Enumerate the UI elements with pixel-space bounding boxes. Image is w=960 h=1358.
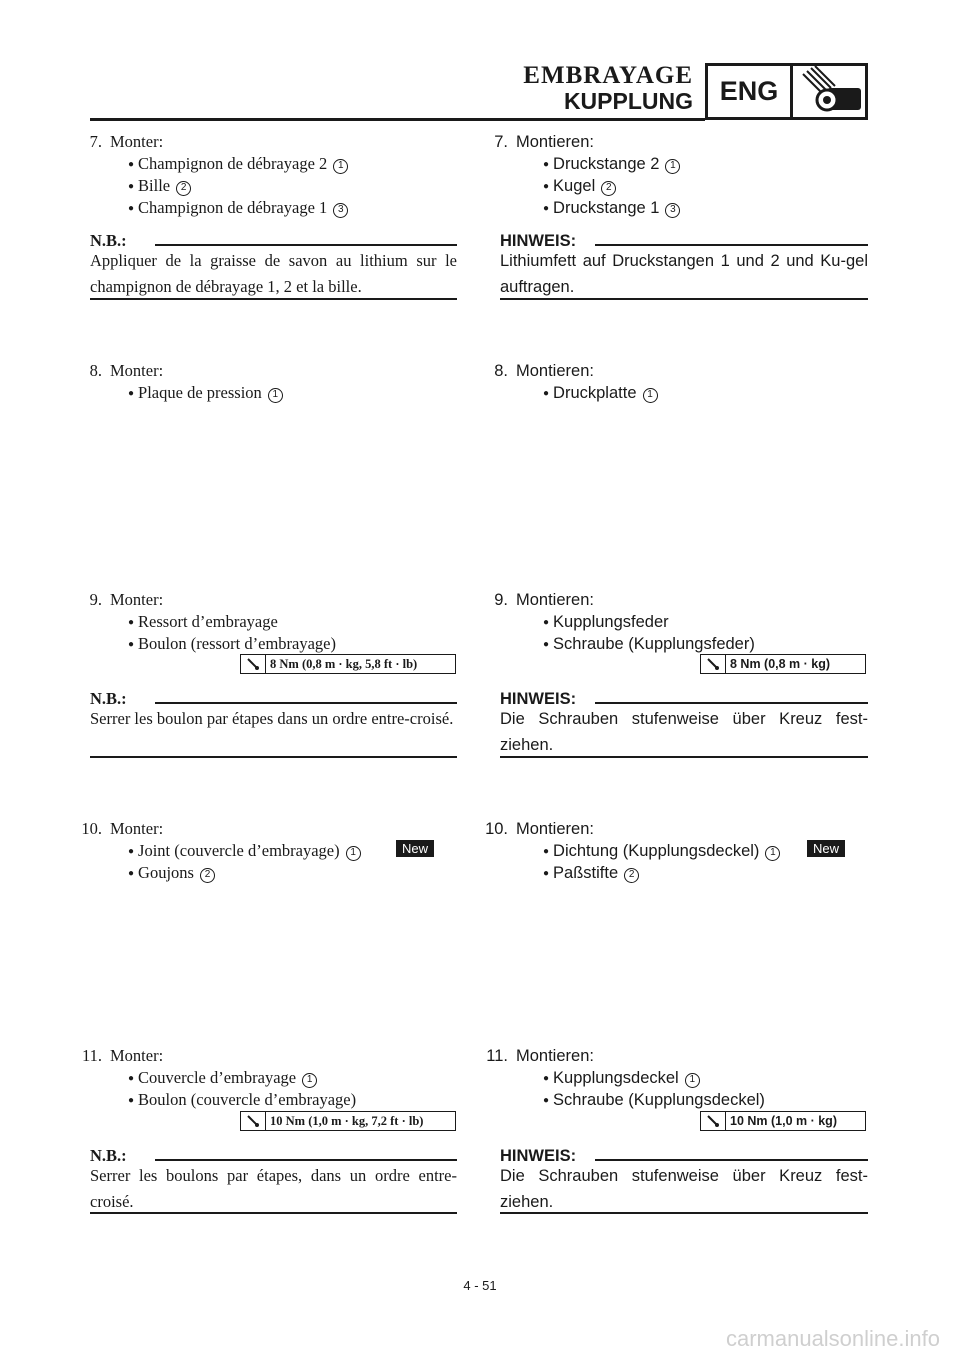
- step-verb: Monter:: [110, 132, 164, 151]
- fr-s9-item-1: Ressort d’embrayage: [128, 611, 278, 636]
- fr-s7-item-1: Champignon de débrayage 21: [128, 153, 349, 178]
- watermark: carmanualsonline.info: [725, 1326, 940, 1351]
- fr-note-2-text: Serrer les boulon par étapes dans un ord…: [90, 709, 454, 728]
- de-s9-torque-spec: 8 Nm (0,8 m · kg): [700, 654, 866, 674]
- fr-step-9: 9.Monter:: [89, 590, 164, 609]
- section-title-de: KUPPLUNG: [563, 88, 693, 114]
- fr-note-2-title: N.B.:: [90, 689, 127, 708]
- step-number: 7.: [89, 132, 102, 151]
- de-step-7: 7.Montieren:: [494, 133, 594, 151]
- torque-wrench-icon: [241, 655, 266, 673]
- note-end-rule: [90, 1212, 457, 1214]
- de-note-1-text: Lithiumfett auf Druckstangen 1 und 2 und…: [500, 252, 868, 296]
- note-rule: [595, 702, 868, 704]
- fr-step-11: 11.Monter:: [81, 1046, 164, 1065]
- torque-wrench-icon: [701, 1112, 726, 1130]
- torque-wrench-icon: [701, 655, 726, 673]
- note-rule: [155, 244, 457, 246]
- torque-wrench-icon: [241, 1112, 266, 1130]
- de-s10-item-1: Dichtung (Kupplungsdeckel)1: [543, 840, 781, 865]
- note-rule: [155, 702, 457, 704]
- fr-s9-torque-spec: 8 Nm (0,8 m · kg, 5,8 ft · lb): [240, 654, 456, 674]
- note-rule: [595, 1159, 868, 1161]
- callout-2: 2: [176, 180, 192, 196]
- de-s9-item-2: Schraube (Kupplungsfeder): [543, 633, 755, 658]
- fr-s10-item-1: Joint (couvercle d’embrayage)1: [128, 840, 361, 865]
- de-note-1-title: HINWEIS:: [500, 232, 577, 250]
- note-end-rule: [90, 756, 457, 758]
- de-s11-torque-spec: 10 Nm (1,0 m · kg): [700, 1111, 866, 1131]
- note-rule: [155, 1159, 457, 1161]
- fr-s11-torque-spec: 10 Nm (1,0 m · kg, 7,2 ft · lb): [240, 1111, 456, 1131]
- fr-step-7: 7. Monter:: [72, 131, 164, 153]
- fr-s11-item-2: Boulon (couvercle d’embrayage): [128, 1089, 356, 1114]
- fr-s9-item-2: Boulon (ressort d’embrayage): [128, 633, 336, 658]
- note-end-rule: [500, 756, 868, 758]
- callout-1: 1: [333, 158, 349, 174]
- page-number: 4 - 51: [463, 1278, 497, 1293]
- de-note-2-title: HINWEIS:: [500, 690, 577, 708]
- engine-piston-icon: [790, 63, 868, 120]
- note-end-rule: [500, 1212, 868, 1214]
- fr-step-8: 8.Monter:: [89, 361, 164, 380]
- header-rule: [90, 118, 705, 121]
- note-end-rule: [500, 298, 868, 300]
- de-note-3-title: HINWEIS:: [500, 1147, 577, 1165]
- de-note-2-text: Die Schrauben stufenweise über Kreuz fes…: [500, 710, 868, 754]
- de-step-11: 11.Montieren:: [486, 1047, 594, 1065]
- fr-step-10: 10.Monter:: [81, 819, 164, 838]
- de-step-9: 9.Montieren:: [494, 591, 594, 609]
- fr-note-1-text: Appliquer de la graisse de savon au lith…: [90, 251, 457, 296]
- fr-s7-item-3: Champignon de débrayage 13: [128, 197, 349, 222]
- de-s7-item-1: Druckstange 21: [543, 153, 681, 178]
- fr-note-3-text: Serrer les boulons par étapes, dans un o…: [90, 1166, 457, 1211]
- de-step-10: 10.Montieren:: [485, 820, 594, 838]
- note-end-rule: [90, 298, 457, 300]
- section-title-fr: EMBRAYAGE: [523, 62, 693, 89]
- fr-note-3-title: N.B.:: [90, 1146, 127, 1165]
- callout-3: 3: [333, 202, 349, 218]
- de-note-3-text: Die Schrauben stufenweise über Kreuz fes…: [500, 1167, 868, 1211]
- de-s7-item-3: Druckstange 13: [543, 197, 681, 222]
- new-part-badge: New: [807, 840, 846, 857]
- de-s9-item-1: Kupplungsfeder: [543, 611, 669, 636]
- new-part-badge: New: [396, 840, 435, 857]
- de-s11-item-2: Schraube (Kupplungsdeckel): [543, 1089, 765, 1114]
- de-step-8: 8.Montieren:: [494, 362, 594, 380]
- note-rule: [595, 244, 868, 246]
- eng-badge: ENG: [705, 63, 793, 120]
- fr-note-1-title: N.B.:: [90, 231, 127, 250]
